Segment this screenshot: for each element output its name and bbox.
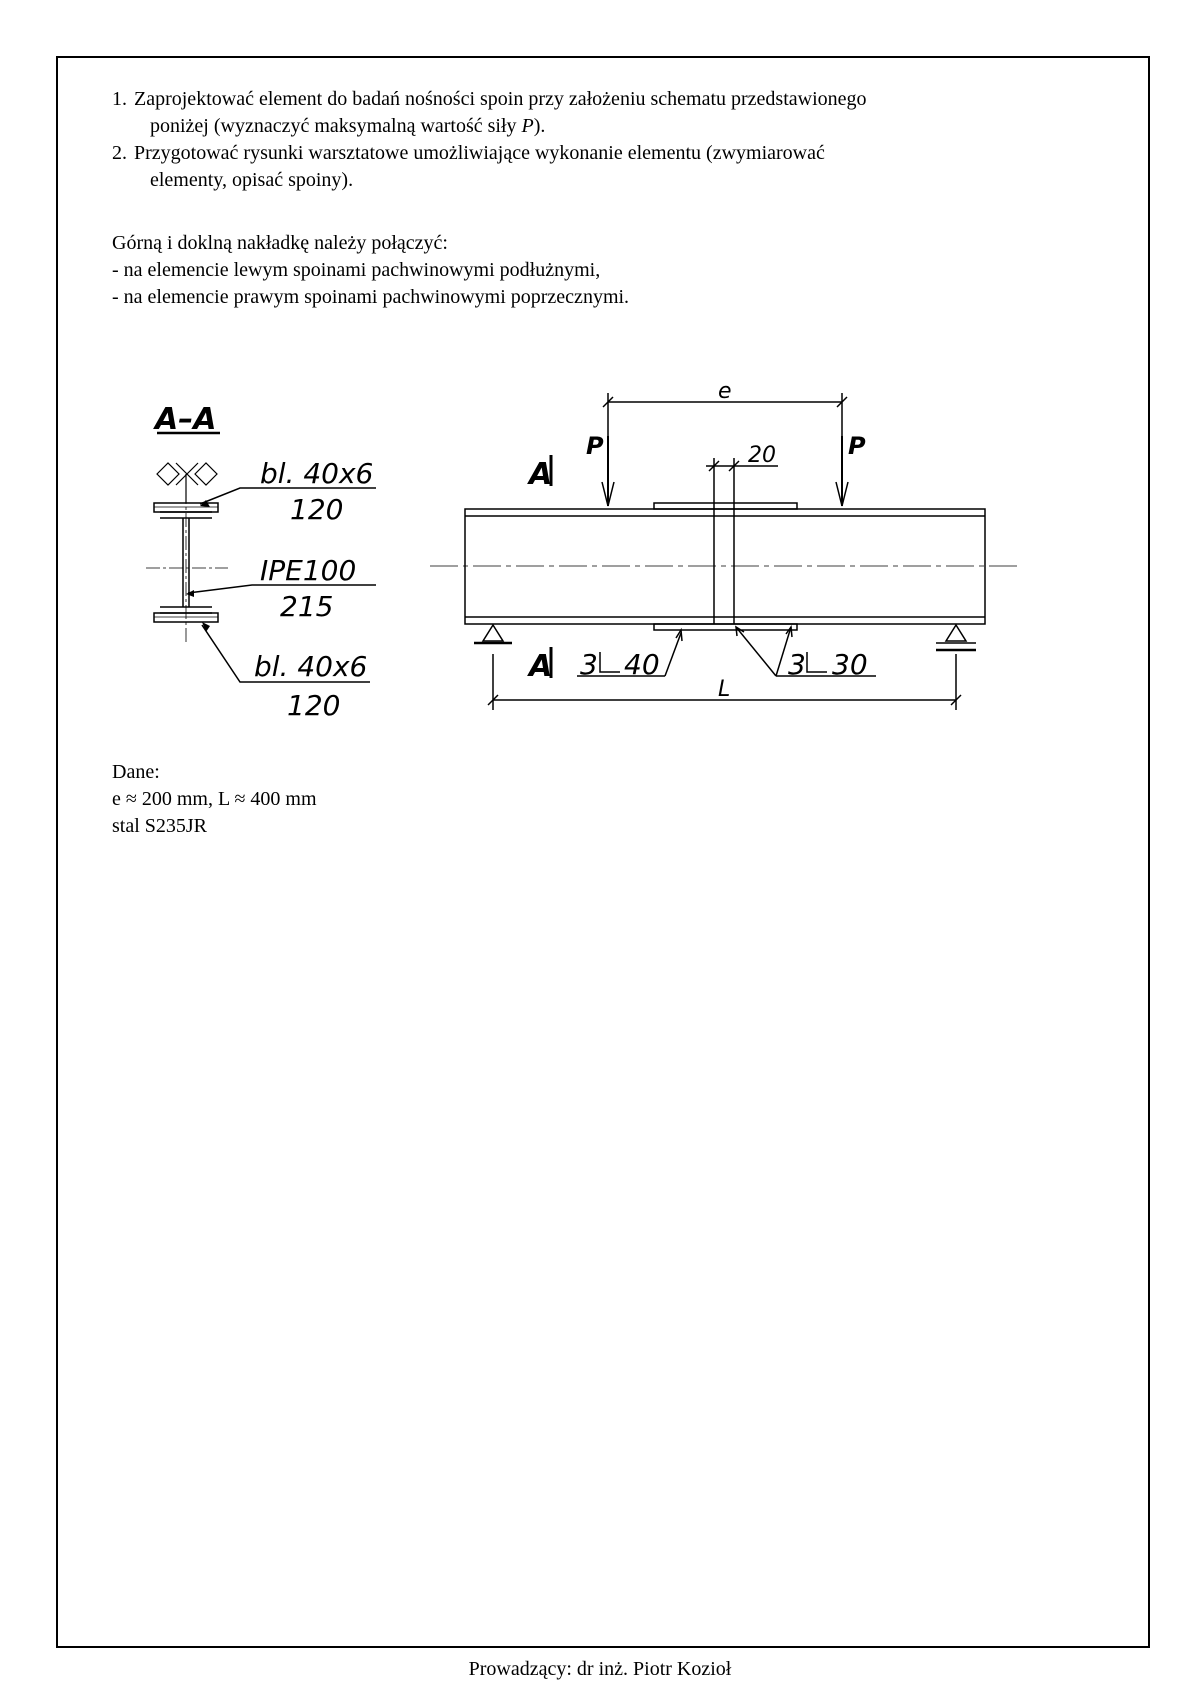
task-2-line-2: elementy, opisać spoiny). bbox=[150, 169, 354, 191]
section-mark-top-label: A bbox=[527, 457, 552, 492]
connection-intro: Górną i doklną nakładkę należy połączyć: bbox=[112, 232, 448, 254]
top-plate-length: 120 bbox=[290, 493, 343, 526]
weld-left-length: 40 bbox=[624, 648, 660, 681]
leader-top-plate bbox=[199, 487, 376, 505]
dimension-e-label: e bbox=[718, 379, 732, 404]
load-label-right: P bbox=[848, 432, 866, 460]
connection-item-right: - na elemencie prawym spoinami pachwinow… bbox=[112, 286, 630, 308]
symmetry-symbol bbox=[156, 462, 218, 503]
connection-item-left: - na elemencie lewym spoinami pachwinowy… bbox=[112, 259, 601, 281]
load-arrow-right bbox=[835, 436, 849, 507]
dimension-20-label: 20 bbox=[748, 443, 776, 468]
load-arrow-left bbox=[601, 436, 615, 507]
given-dimensions: e ≈ 200 mm, L ≈ 400 mm bbox=[112, 788, 317, 810]
top-cover-plate bbox=[653, 502, 798, 510]
cross-section-view bbox=[146, 431, 376, 683]
given-heading: Dane: bbox=[112, 761, 160, 783]
task-1-line-2: poniżej (wyznaczyć maksymalną wartość si… bbox=[134, 113, 1112, 140]
task-2-line-1: Przygotować rysunki warsztatowe umożliwi… bbox=[134, 142, 825, 164]
task-number: 2. bbox=[112, 142, 127, 164]
support-roller bbox=[936, 623, 976, 652]
given-data: Dane: e ≈ 200 mm, L ≈ 400 mm stal S235JR bbox=[112, 759, 317, 840]
force-symbol: P bbox=[521, 115, 534, 137]
weld-symbol-right bbox=[735, 624, 876, 677]
page-frame bbox=[56, 56, 1150, 1648]
weld-right-size: 3 bbox=[788, 648, 806, 681]
task-item-1: 1. Zaprojektować element do badań nośnoś… bbox=[112, 86, 1112, 140]
weld-symbol-left bbox=[577, 627, 683, 677]
section-title: A–A bbox=[153, 402, 216, 437]
task-item-2: 2. Przygotować rysunki warsztatowe umożl… bbox=[112, 140, 1112, 194]
task-number: 1. bbox=[112, 88, 127, 110]
bottom-plate-length: 120 bbox=[287, 689, 340, 722]
bottom-plate-label: bl. 40x6 bbox=[254, 650, 367, 683]
beam-length: 215 bbox=[280, 590, 333, 623]
leader-bottom-plate bbox=[201, 624, 370, 683]
bottom-cover-plate bbox=[653, 623, 798, 631]
footer-instructor: Prowadzący: dr inż. Piotr Kozioł bbox=[468, 1658, 732, 1680]
top-plate-label: bl. 40x6 bbox=[260, 457, 373, 490]
support-pinned bbox=[474, 623, 512, 645]
dimension-L-label: L bbox=[718, 677, 730, 702]
task-1-line-2-text: poniżej (wyznaczyć maksymalną wartość si… bbox=[150, 115, 522, 137]
beam-elevation bbox=[464, 508, 986, 625]
weld-right-length: 30 bbox=[832, 648, 868, 681]
connection-instructions: Górną i doklną nakładkę należy połączyć:… bbox=[112, 230, 629, 311]
task-1-line-2-end: ). bbox=[533, 115, 546, 137]
leader-beam bbox=[187, 584, 376, 594]
task-1-line-1: Zaprojektować element do badań nośności … bbox=[134, 88, 867, 110]
beam-profile-label: IPE100 bbox=[260, 554, 356, 587]
section-mark-bottom-label: A bbox=[527, 649, 552, 684]
given-steel-grade: stal S235JR bbox=[112, 815, 208, 837]
weld-left-size: 3 bbox=[580, 648, 598, 681]
load-label-left: P bbox=[586, 432, 604, 460]
task-list: 1. Zaprojektować element do badań nośnoś… bbox=[112, 86, 1112, 194]
elevation-view bbox=[430, 393, 1018, 710]
